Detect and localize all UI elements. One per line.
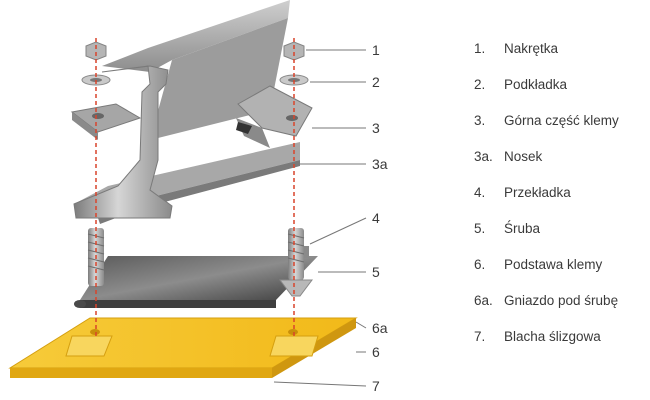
callout-1: 1 bbox=[372, 42, 380, 58]
callout-6a: 6a bbox=[372, 320, 388, 336]
legend-item: 3a. Nosek bbox=[474, 144, 619, 170]
callout-2: 2 bbox=[372, 74, 380, 90]
callout-5: 5 bbox=[372, 264, 380, 280]
base-plate bbox=[8, 317, 358, 378]
callout-3: 3 bbox=[372, 120, 380, 136]
legend-label: Przekładka bbox=[504, 185, 571, 200]
legend-item: 3. Górna część klemy bbox=[474, 108, 619, 134]
legend-label: Podstawa klemy bbox=[504, 257, 603, 272]
legend-item: 4. Przekładka bbox=[474, 180, 619, 206]
rail-fastening-diagram: 1 2 3 3a 4 5 6a 6 7 bbox=[8, 0, 388, 394]
legend-num: 7. bbox=[474, 329, 486, 344]
parts-legend: 1. Nakrętka 2. Podkładka 3. Górna część kle… bbox=[474, 36, 619, 360]
legend-label: Nakrętka bbox=[504, 41, 559, 56]
legend-item: 1. Nakrętka bbox=[474, 36, 619, 62]
legend-num: 4. bbox=[474, 185, 486, 200]
leader-lines bbox=[273, 49, 367, 387]
legend-num: 6a. bbox=[474, 293, 493, 308]
legend-num: 6. bbox=[474, 257, 486, 272]
assembly-axes bbox=[95, 38, 295, 336]
callout-6: 6 bbox=[372, 344, 380, 360]
sliding-plate bbox=[74, 256, 318, 308]
legend-num: 3a. bbox=[474, 149, 493, 164]
nut-left bbox=[85, 41, 107, 61]
legend-label: Górna część klemy bbox=[504, 113, 619, 128]
nut-right bbox=[283, 41, 305, 61]
legend-label: Podkładka bbox=[504, 77, 568, 92]
legend-num: 1. bbox=[474, 41, 486, 56]
legend-num: 3. bbox=[474, 113, 486, 128]
legend-num: 5. bbox=[474, 221, 486, 236]
legend-item: 2. Podkładka bbox=[474, 72, 619, 98]
legend-item: 7. Blacha ślizgowa bbox=[474, 324, 619, 350]
legend-item: 6a. Gniazdo pod śrubę bbox=[474, 288, 619, 314]
clamp-left bbox=[70, 103, 142, 140]
callout-3a: 3a bbox=[372, 156, 388, 172]
legend-item: 6. Podstawa klemy bbox=[474, 252, 619, 278]
callout-4: 4 bbox=[372, 210, 380, 226]
legend-item: 5. Śruba bbox=[474, 216, 619, 242]
callout-7: 7 bbox=[372, 378, 380, 394]
legend-label: Nosek bbox=[504, 149, 543, 164]
legend-num: 2. bbox=[474, 77, 486, 92]
bolt-right bbox=[279, 228, 313, 297]
legend-label: Blacha ślizgowa bbox=[504, 329, 601, 344]
legend-label: Śruba bbox=[504, 221, 541, 236]
legend-label: Gniazdo pod śrubę bbox=[504, 293, 619, 308]
